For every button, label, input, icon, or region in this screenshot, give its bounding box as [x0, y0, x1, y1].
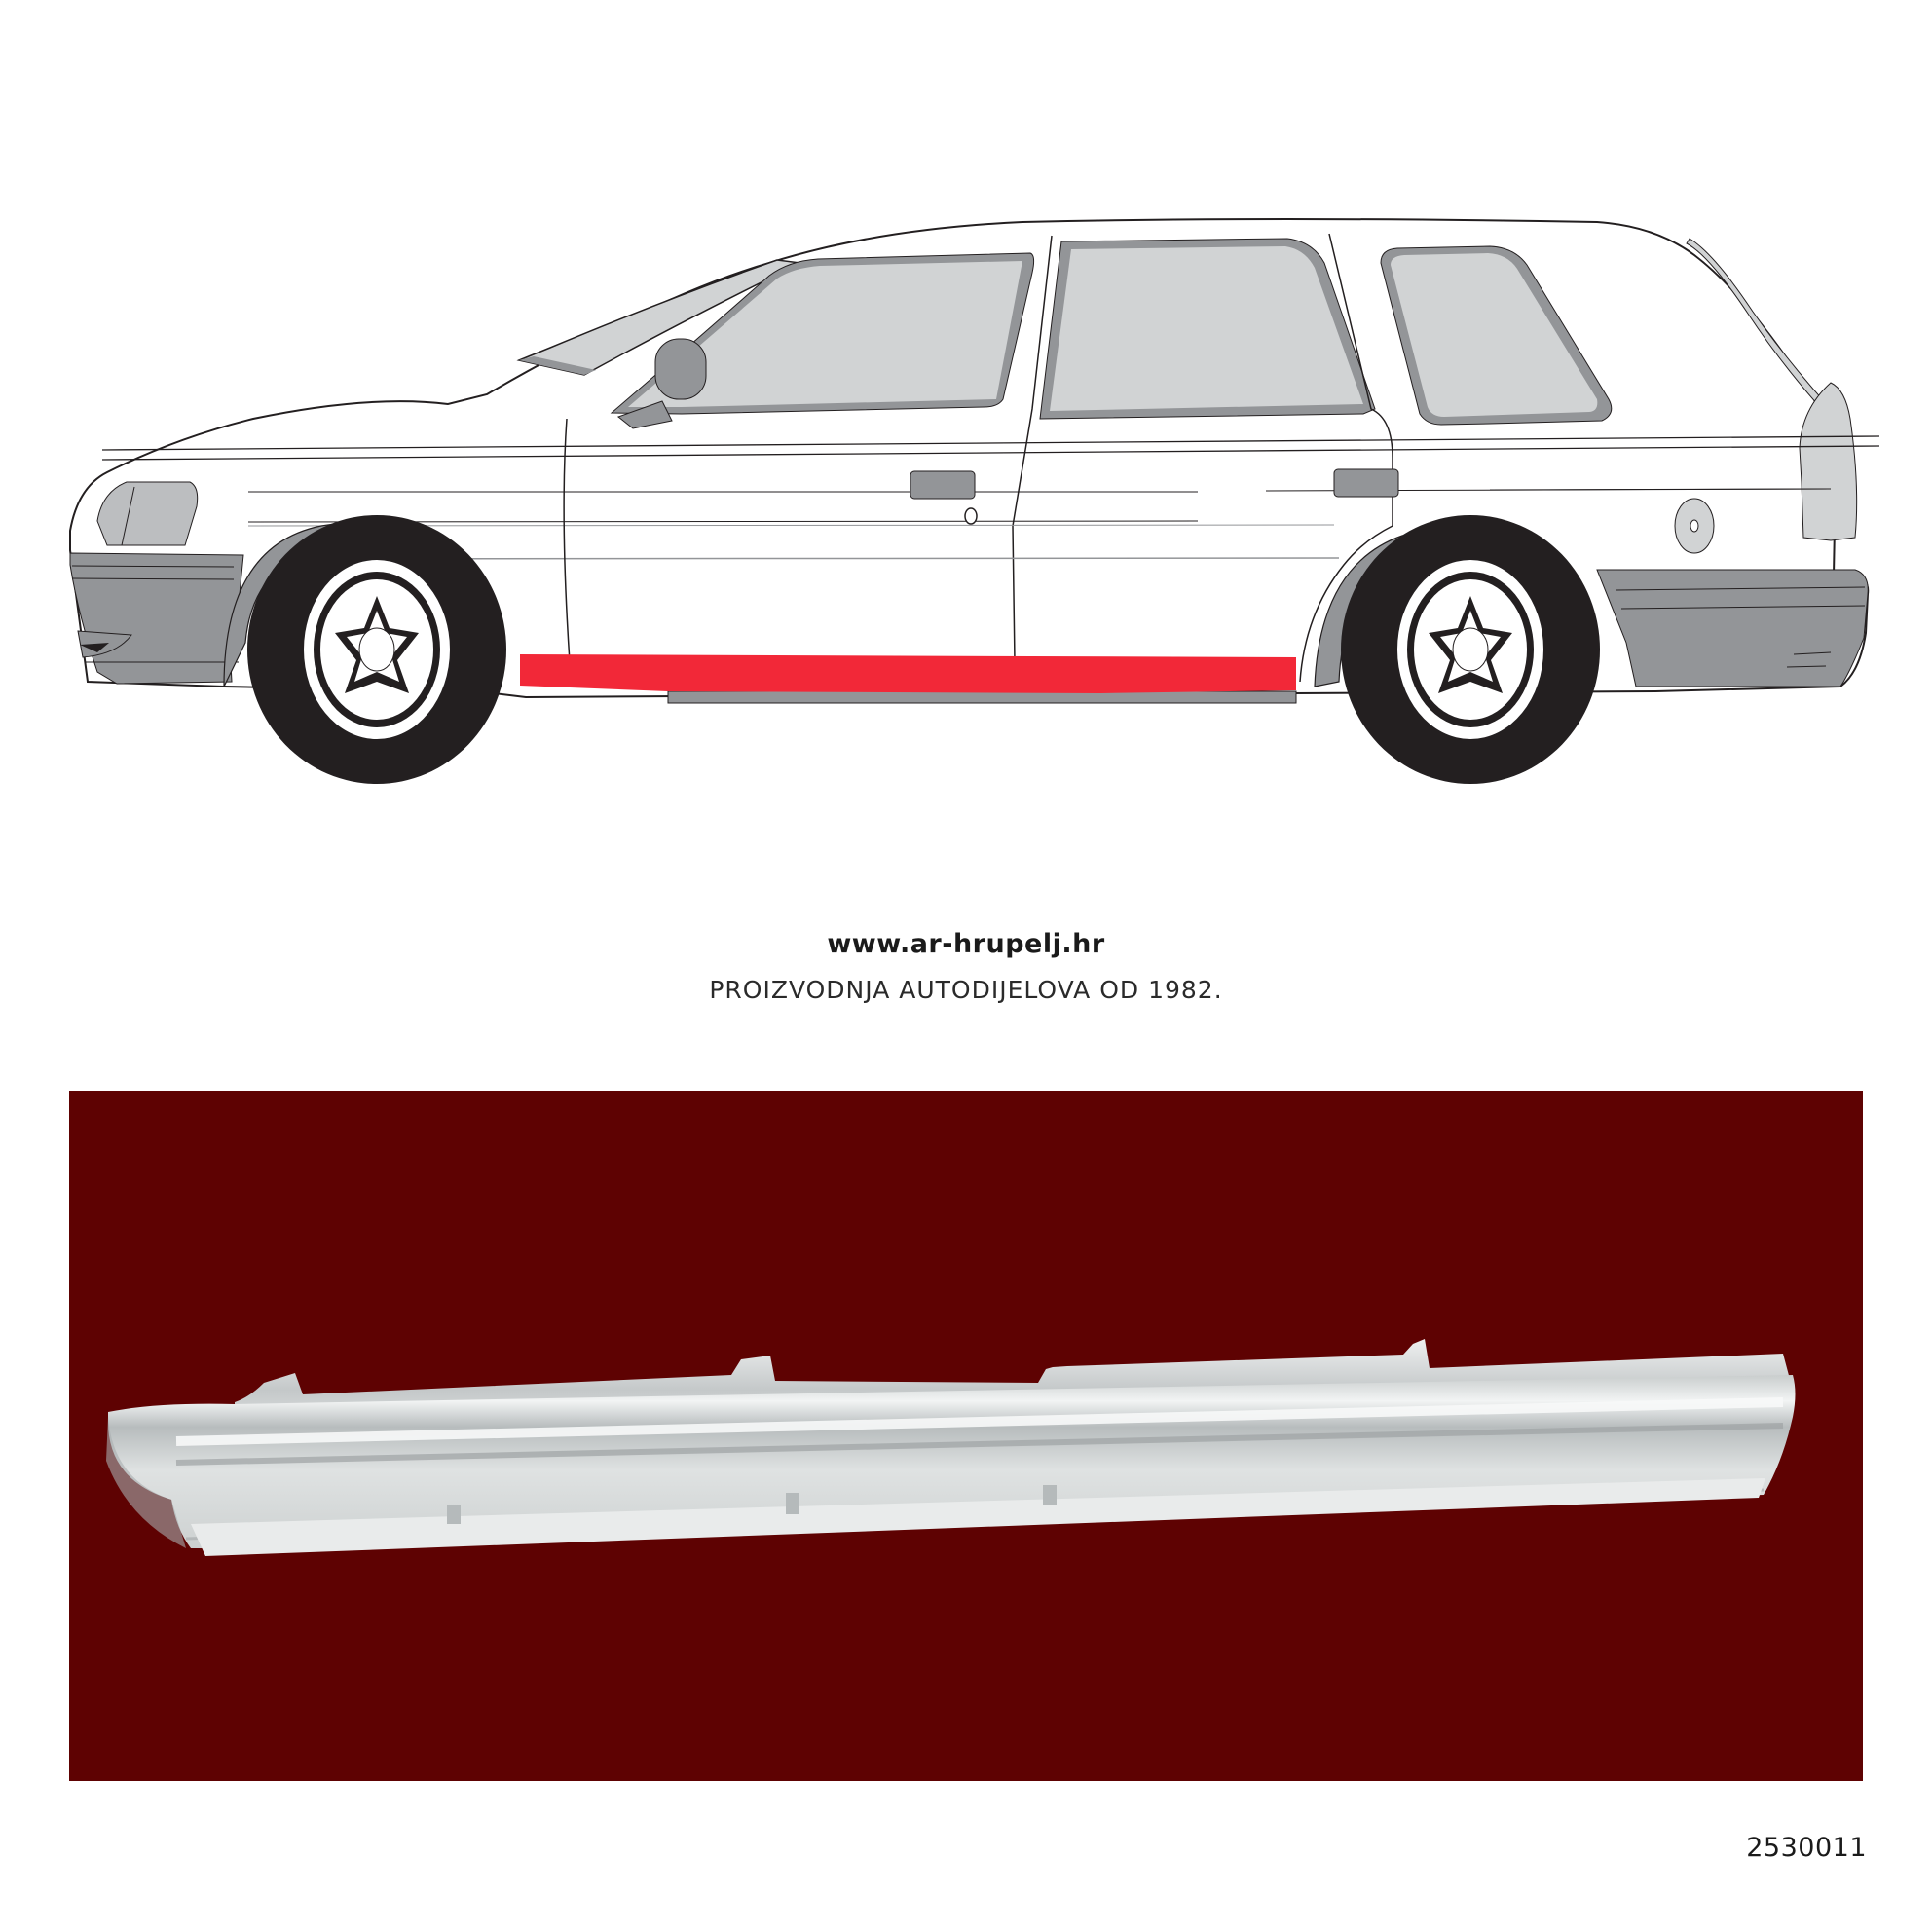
website-url: www.ar-hrupelj.hr [827, 929, 1105, 959]
product-photo [69, 1091, 1863, 1781]
sill-panel-photo [106, 1339, 1796, 1556]
front-bumper [69, 552, 244, 685]
caption-block: www.ar-hrupelj.hr PROIZVODNJA AUTODIJELO… [0, 925, 1932, 1009]
car-side-diagram [0, 0, 1932, 857]
rear-door-handle [1333, 468, 1399, 498]
car-illustration [69, 218, 1880, 784]
rear-bumper [1596, 569, 1869, 687]
windshield [516, 259, 803, 376]
company-tagline: PROIZVODNJA AUTODIJELOVA OD 1982. [709, 976, 1223, 1004]
rear-wheel [1341, 515, 1600, 784]
product-code: 2530011 [1746, 1833, 1867, 1863]
sill-bottom-lip [191, 1478, 1765, 1556]
headlight [96, 481, 199, 546]
highlighted-sill-panel [520, 654, 1296, 693]
side-mirror-head [654, 338, 707, 400]
front-wheel [247, 515, 506, 784]
door-lock [964, 507, 978, 525]
tail-light [1799, 382, 1858, 541]
side-mirror [616, 400, 673, 429]
front-door-handle [910, 470, 976, 500]
